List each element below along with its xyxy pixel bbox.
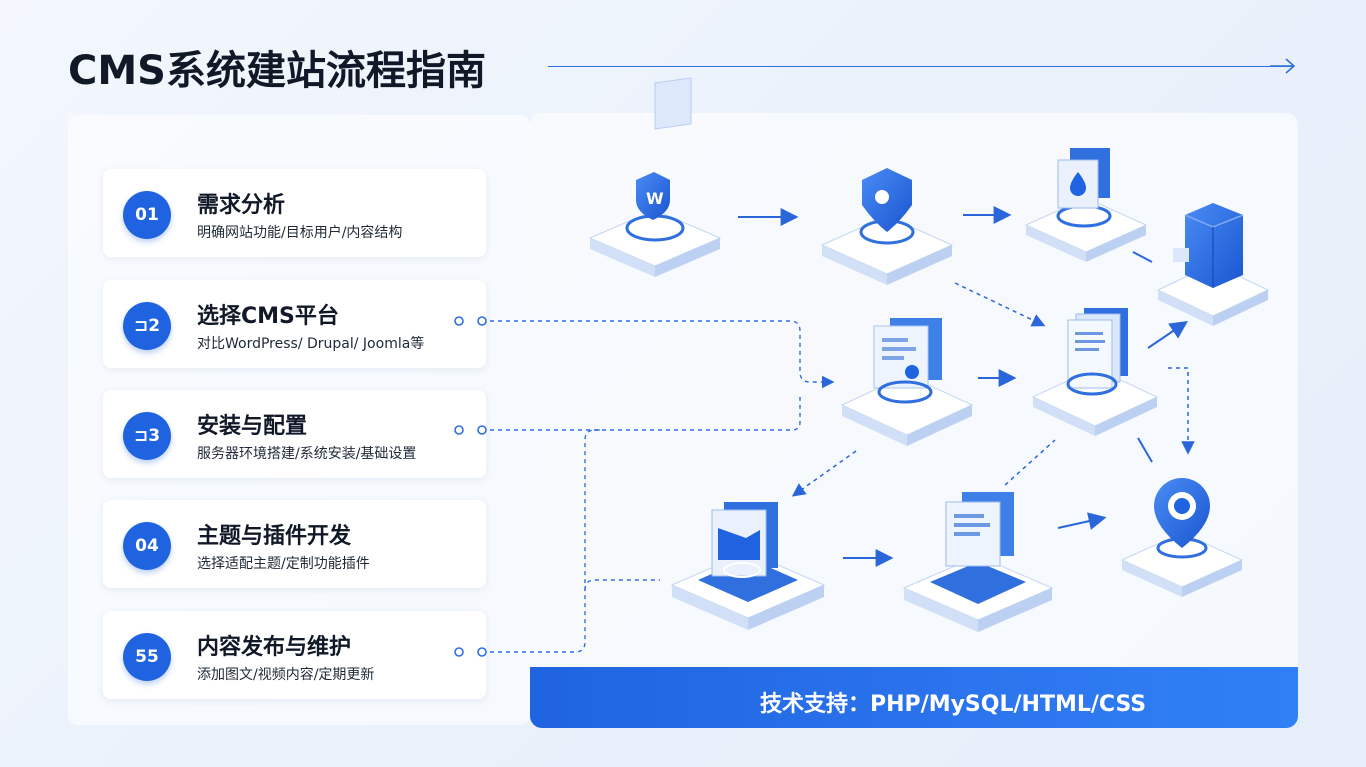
flow-dashed-arrows <box>791 282 1195 497</box>
step-card-3[interactable]: ⊐3 安装与配置 服务器环境搭建/系统安装/基础设置 <box>103 390 486 478</box>
step-desc: 明确网站功能/目标用户/内容结构 <box>197 225 403 241</box>
step-number: ⊐3 <box>123 412 171 460</box>
step-title: 安装与配置 <box>197 414 308 439</box>
step-desc: 对比WordPress/ Drupal/ Joomla等 <box>197 336 425 352</box>
step-card-4[interactable]: 04 主题与插件开发 选择适配主题/定制功能插件 <box>103 500 486 588</box>
step-card-2[interactable]: ⊐2 选择CMS平台 对比WordPress/ Drupal/ Joomla等 <box>103 280 486 368</box>
tech-support-text: 技术支持：PHP/MySQL/HTML/CSS <box>760 692 1147 717</box>
step-title: 选择CMS平台 <box>197 304 339 329</box>
page-title: CMS系统建站流程指南 <box>68 48 486 94</box>
step-card-1[interactable]: 01 需求分析 明确网站功能/目标用户/内容结构 <box>103 169 486 257</box>
step-title: 内容发布与维护 <box>197 635 352 660</box>
svg-text:W: W <box>646 189 664 208</box>
shield-w-icon: W <box>588 77 722 277</box>
flow-arrows <box>738 206 1188 567</box>
arrow-right-icon <box>1270 58 1296 74</box>
server-stack-icon <box>1156 203 1270 326</box>
document-stack-icon <box>1031 308 1159 436</box>
location-pin-icon <box>820 168 954 285</box>
connector-dots <box>454 316 487 657</box>
step-number: 04 <box>123 522 171 570</box>
step-number: ⊐2 <box>123 302 171 350</box>
step-card-5[interactable]: 55 内容发布与维护 添加图文/视频内容/定期更新 <box>103 611 486 699</box>
water-drop-panel-icon <box>1024 148 1148 262</box>
step-title: 需求分析 <box>197 193 286 218</box>
step-connectors <box>482 320 835 653</box>
step-desc: 服务器环境搭建/系统安装/基础设置 <box>197 446 417 462</box>
target-pin-icon <box>1120 478 1244 597</box>
step-desc: 添加图文/视频内容/定期更新 <box>197 667 375 683</box>
dashboard-card-icon <box>840 318 974 446</box>
step-number: 55 <box>123 633 171 681</box>
layout-panel-icon <box>902 492 1054 632</box>
step-number: 01 <box>123 191 171 239</box>
tech-support-bar <box>530 667 1298 728</box>
step-desc: 选择适配主题/定制功能插件 <box>197 556 370 572</box>
title-rule <box>548 66 1292 67</box>
browser-window-icon <box>670 502 826 630</box>
step-title: 主题与插件开发 <box>197 524 352 549</box>
